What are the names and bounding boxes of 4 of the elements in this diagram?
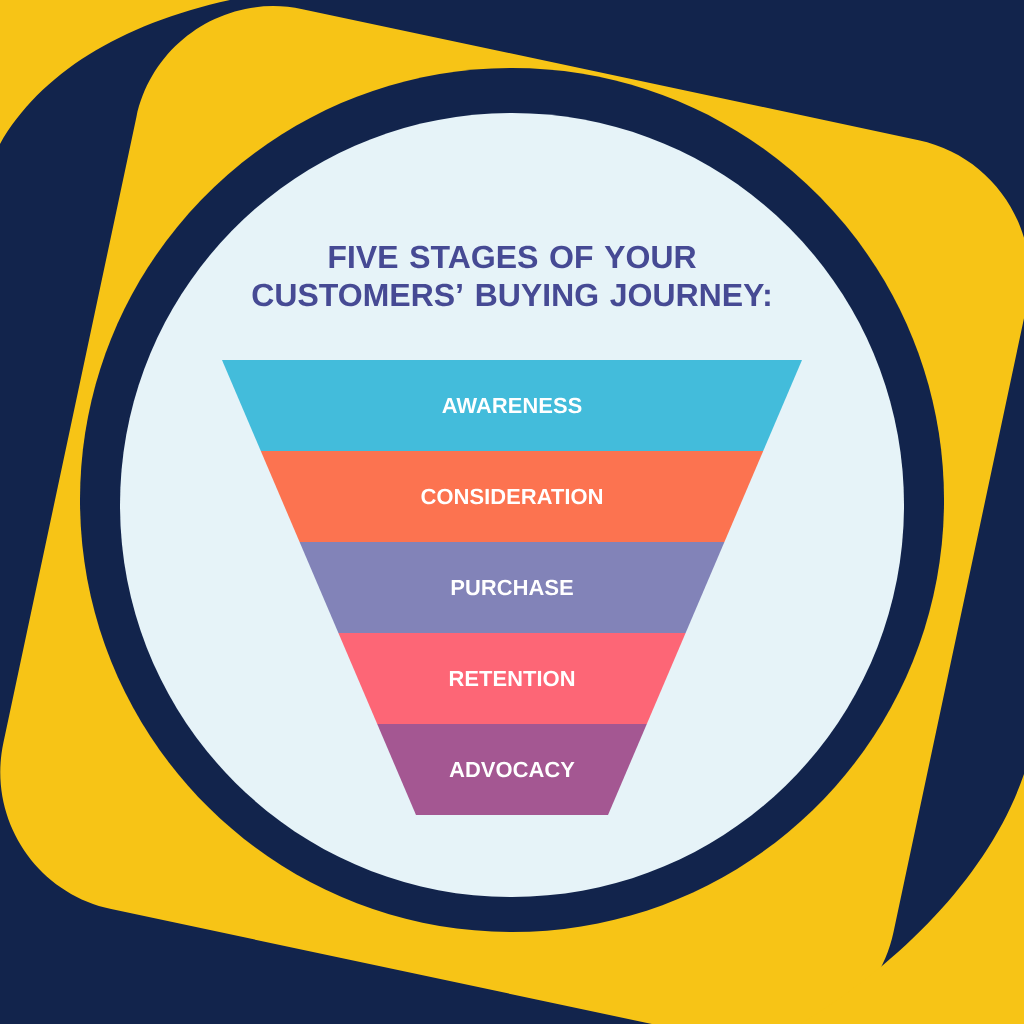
funnel-band: AWARENESS: [222, 360, 802, 451]
title: FIVE STAGES OF YOUR CUSTOMERS’ BUYING JOURNEY:: [252, 245, 770, 307]
funnel-band: RETENTION: [338, 633, 686, 724]
funnel-band: ADVOCACY: [377, 724, 647, 815]
